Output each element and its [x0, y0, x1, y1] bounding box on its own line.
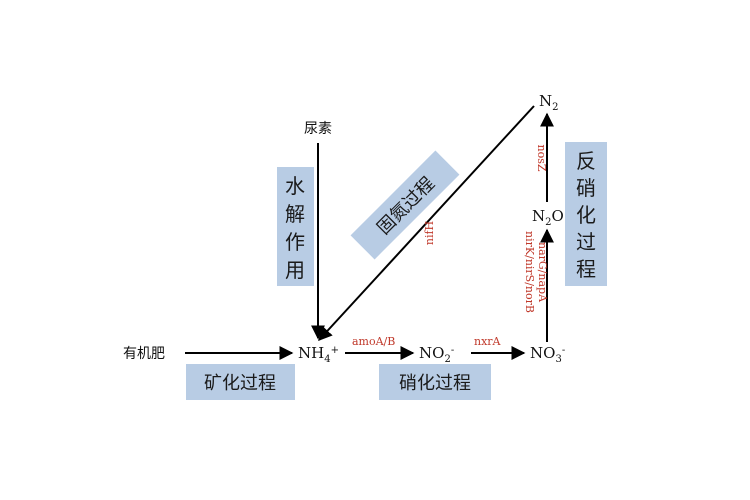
nh4-text: NH [298, 344, 324, 362]
hydrolysis-char-4: 用 [285, 258, 305, 282]
fixation-box [350, 150, 460, 260]
n2o-subscript: 2 [545, 217, 551, 228]
nh4-subscript: 4 [324, 354, 330, 365]
no3-node: NO3- [530, 344, 565, 365]
gene-nif: nifH [423, 221, 436, 245]
denitrification-char-3: 化 [576, 203, 596, 227]
no2-node: NO2- [419, 344, 454, 365]
gene-nos: nosZ [535, 145, 548, 172]
n2-subscript: 2 [552, 102, 558, 113]
n2-text: N [539, 92, 552, 110]
denitrification-char-1: 反 [576, 149, 596, 173]
n2-node: N2 [539, 92, 559, 113]
hydrolysis-char-1: 水 [285, 174, 305, 198]
denitrification-box [565, 142, 607, 286]
gene-nar: narG/napA [536, 242, 549, 303]
no3-subscript: 3 [555, 354, 561, 365]
nh4-superscript: + [331, 345, 339, 356]
nh4-node: NH4+ [298, 344, 339, 365]
hydrolysis-char-2: 解 [285, 202, 305, 226]
mineralization-box [186, 364, 295, 400]
mineralization-label: 矿化过程 [204, 373, 276, 394]
n2o-text: N [532, 207, 545, 225]
gene-amo: amoA/B [352, 335, 395, 348]
urea-label: 尿素 [304, 121, 332, 137]
hydrolysis-box [277, 167, 314, 286]
denitrification-char-2: 硝 [576, 176, 596, 200]
n2o-tail: O [552, 207, 564, 225]
n2o-node: N2O [532, 207, 564, 228]
no2-superscript: - [451, 345, 454, 356]
denitrification-char-4: 过 [576, 230, 596, 254]
no3-text: NO [530, 344, 555, 362]
fertilizer-label: 有机肥 [123, 346, 165, 362]
hydrolysis-char-3: 作 [285, 230, 305, 254]
no2-subscript: 2 [444, 354, 450, 365]
denitrification-char-5: 程 [576, 257, 596, 281]
nitrification-label: 硝化过程 [399, 373, 471, 394]
nitrification-box [379, 364, 491, 400]
no2-text: NO [419, 344, 444, 362]
gene-nir: nirK/nirS/norB [523, 231, 536, 313]
arrow-n2-to-nh4 [318, 105, 535, 342]
no3-superscript: - [562, 345, 565, 356]
gene-nxr: nxrA [474, 335, 502, 348]
